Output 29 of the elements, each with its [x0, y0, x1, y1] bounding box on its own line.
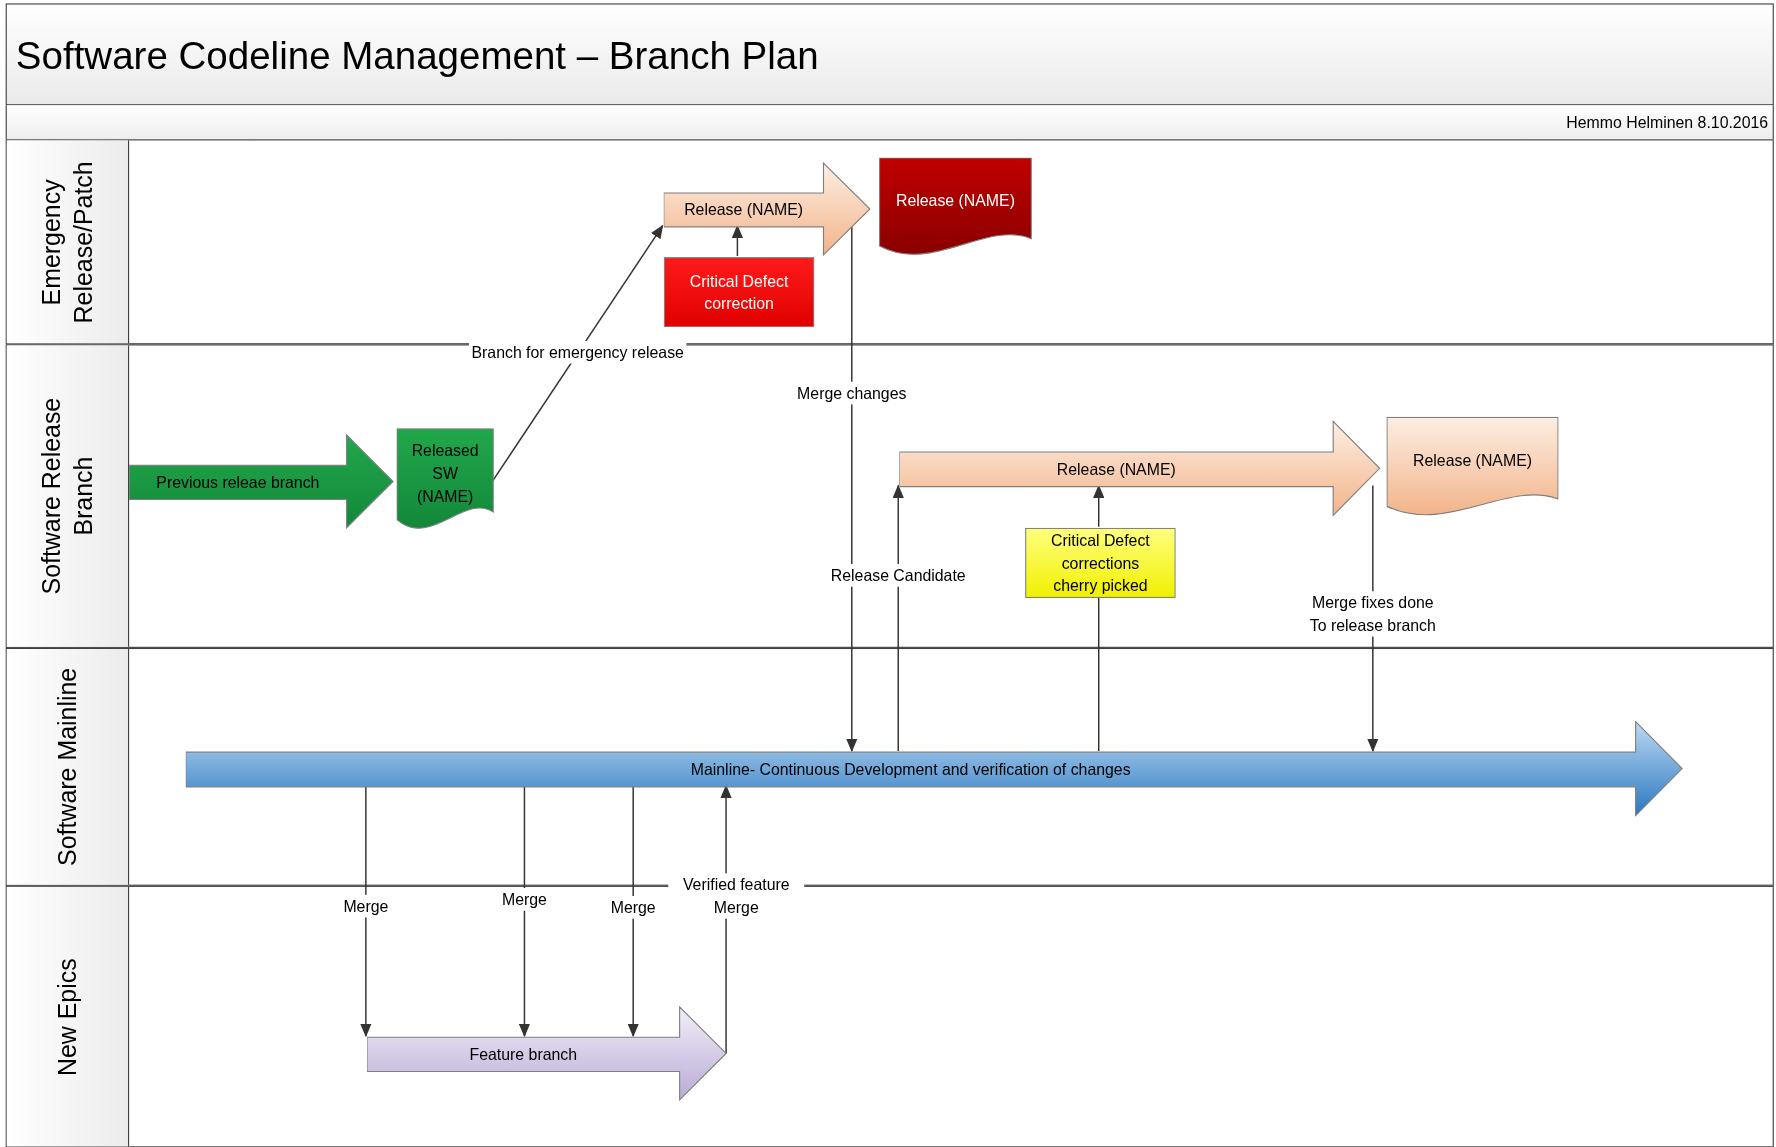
node-label: Previous releae branch [156, 472, 320, 494]
node-label: Release (NAME) [1056, 459, 1176, 481]
node-label: Release (NAME) [1413, 449, 1532, 471]
connector-arrow [492, 224, 664, 482]
lane-title: Software Mainline [51, 666, 82, 868]
release-branch-bar [899, 420, 1381, 517]
mainline-bar [185, 720, 1684, 817]
diagram-title: Software Codeline Management – Branch Plan [15, 33, 819, 79]
edge-label: Merge [341, 894, 391, 918]
node-label: Feature branch [469, 1044, 578, 1066]
release-branch-bar [663, 162, 872, 256]
connector-arrow [1093, 484, 1105, 528]
node-label: Release (NAME) [684, 199, 804, 221]
node-label: Critical Defect correction [688, 270, 790, 315]
connector-arrow [892, 484, 904, 752]
node-label: Released SW (NAME) [411, 440, 479, 508]
defect-box [663, 257, 815, 328]
lane-title: New Epics [51, 956, 82, 1078]
edge-label: Branch for emergency release [469, 340, 687, 364]
feature-branch-bar [367, 1005, 728, 1101]
node-label: Mainline- Continuous Development and verification of changes [690, 759, 1131, 781]
edge-label: Verified feature Merge [668, 873, 805, 919]
connector-arrow [846, 224, 858, 753]
node-label: Release (NAME) [895, 190, 1015, 212]
defect-box [1025, 527, 1176, 599]
lane-title: Software Release Branch [35, 396, 98, 597]
author-date-note: Hemmo Helminen 8.10.2016 [1566, 111, 1769, 133]
node-label: Critical Defect corrections cherry picked [1050, 530, 1151, 597]
lane-title: Emergency Release/Patch [35, 159, 98, 325]
